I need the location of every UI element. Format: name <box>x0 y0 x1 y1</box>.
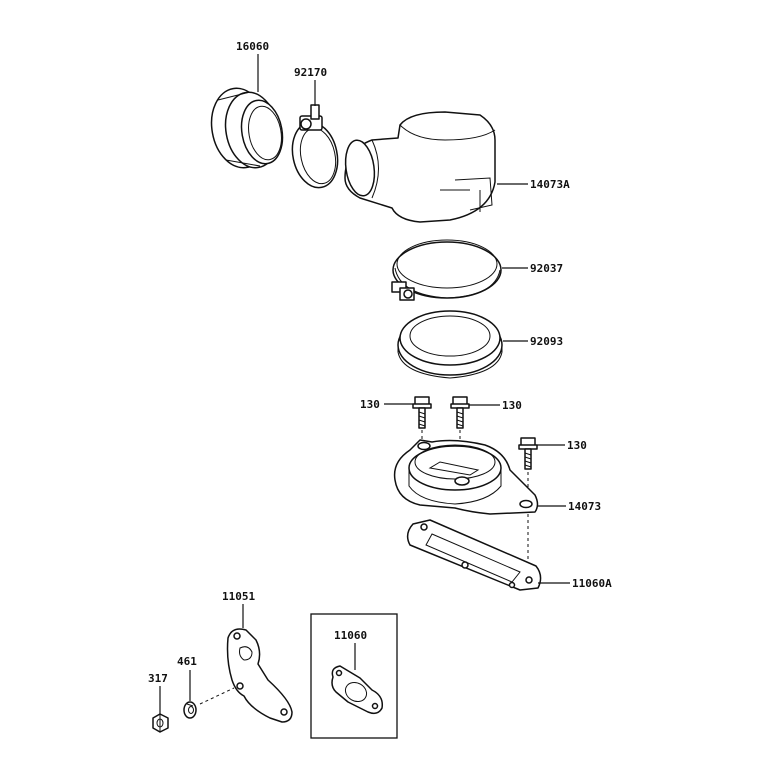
callout-11060: 11060 <box>334 629 367 642</box>
part-130-bolt-center[interactable] <box>450 396 470 429</box>
part-317-nut[interactable] <box>152 713 169 733</box>
part-461-lock-washer[interactable] <box>183 701 197 719</box>
callout-130-center: 130 <box>502 399 522 412</box>
callout-92037: 92037 <box>530 262 563 275</box>
part-92037-band-clamp[interactable] <box>391 239 502 301</box>
callout-16060: 16060 <box>236 40 269 53</box>
part-92170-hose-clamp[interactable] <box>287 104 344 192</box>
part-130-bolt-right[interactable] <box>518 437 538 470</box>
part-11060-gasket[interactable] <box>331 665 384 715</box>
part-11060A-gasket[interactable] <box>406 519 542 591</box>
callout-461: 461 <box>177 655 197 668</box>
callout-92093: 92093 <box>530 335 563 348</box>
callout-130-left: 130 <box>360 398 380 411</box>
part-11051-bracket[interactable] <box>226 628 293 723</box>
inset-box-11060 <box>310 613 398 739</box>
align-line-bracket <box>199 687 235 705</box>
part-92093-seal-ring[interactable] <box>397 310 503 379</box>
callout-11060A: 11060A <box>572 577 612 590</box>
callout-317: 317 <box>148 672 168 685</box>
part-14073-air-horn[interactable] <box>393 439 539 515</box>
callout-92170: 92170 <box>294 66 327 79</box>
part-14073A-air-elbow[interactable] <box>342 111 496 223</box>
callout-130-right: 130 <box>567 439 587 452</box>
part-130-bolt-left[interactable] <box>412 396 432 429</box>
callout-14073A: 14073A <box>530 178 570 191</box>
part-16060-duct[interactable] <box>205 84 287 173</box>
callout-11051: 11051 <box>222 590 255 603</box>
callout-14073: 14073 <box>568 500 601 513</box>
